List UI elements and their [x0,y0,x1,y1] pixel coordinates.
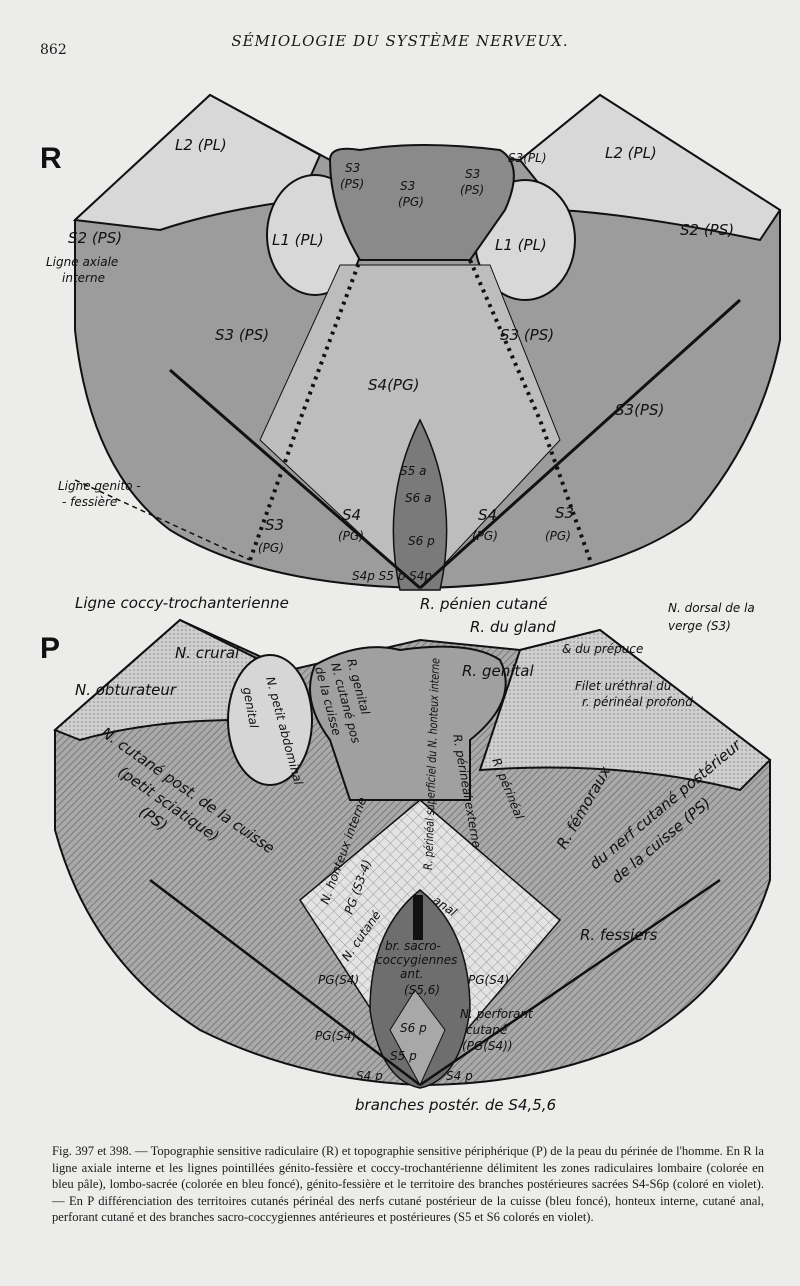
label-bottom-s4p: S4p S5 p S4p [352,569,432,583]
label-coccy: Ligne coccy-trochanterienne [75,594,289,612]
label-obturateur: N. obturateur [75,681,177,699]
axial-line-left [169,368,421,590]
perineum-figures: R L2 (PL) L2 (PL) S3(PL) S3 (PS) S3 (PG)… [40,93,782,1114]
label-br-4: (S5,6) [404,983,440,997]
label-br-1: br. sacro- [385,939,441,953]
label-dorsal-1: N. dorsal de la [668,601,755,615]
label-perforant-1: N. perforant [460,1007,534,1021]
label-s3-ps-a2: (PS) [340,177,364,191]
label-filet-1: Filet uréthral du [575,679,672,693]
label-s4-pg-r2: (PG) [472,529,498,543]
label-filet-2: r. périnéal profond [582,695,693,709]
label-br-3: ant. [400,967,423,981]
label-prepuce: & du prépuce [562,642,643,656]
label-pg-s4-c: PG(S4) [315,1029,356,1043]
p-axial-right [419,878,721,1087]
label-s3-pg-l2: (PG) [258,541,284,555]
axial-line-right [418,298,742,590]
label-s2-left: S2 (PS) [68,229,122,247]
label-s4-pg: S4(PG) [368,376,419,394]
label-axiale-2: interne [62,271,105,285]
figure-p: P N. crural N. obturateur N. petit abdom… [40,595,772,1114]
panel-label-p: P [40,632,60,665]
p-petit-abdominal [227,654,313,786]
label-s3-ps-far: S3(PS) [615,401,664,419]
label-pg-s4-a: PG(S4) [318,973,359,987]
caption-text: Fig. 397 et 398. — Topographie sensitive… [52,1144,764,1224]
label-s3-pg-r2: (PG) [545,529,571,543]
label-s3-pl: S3(PL) [508,151,547,165]
r-s5-zone [392,418,448,591]
r-scrotum [328,144,515,261]
label-s3-ps-left: S3 (PS) [215,326,269,344]
label-l2-right: L2 (PL) [605,144,657,162]
label-s3-pg-top: S3 [400,179,415,193]
label-s3-ps-b: S3 [465,167,480,181]
label-crural: N. crural [175,644,240,662]
label-l2-left: L2 (PL) [175,136,227,154]
r-l2-right [518,93,782,242]
figure-r: R L2 (PL) L2 (PL) S3(PL) S3 (PS) S3 (PG)… [40,93,782,612]
label-s3-pg-top2: (PG) [398,195,424,209]
label-s3-pg-r1: S3 [555,504,574,522]
label-s6p: S6 p [408,534,435,548]
label-s4p-right: S4 p [446,1069,473,1083]
label-s5p: S5 p [390,1049,417,1063]
label-dorsal-2: verge (S3) [668,619,731,633]
label-l1-right: L1 (PL) [495,236,547,254]
label-s3-pg-l1: S3 [265,516,284,534]
genito-dotted-left [248,259,362,561]
label-s3-ps-right: S3 (PS) [500,326,554,344]
label-s6p-p: S6 p [400,1021,427,1035]
label-l1-left: L1 (PL) [272,231,324,249]
label-s5a: S5 a [400,464,426,478]
label-s4-pg-l1: S4 [342,506,361,524]
label-fessiers: R. fessiers [580,926,658,944]
label-s4p-left: S4 p [356,1069,383,1083]
label-s3-ps-a: S3 [345,161,360,175]
label-s2-right: S2 (PS) [680,221,734,239]
p-right-upper [478,628,772,792]
label-genito-1: Ligne genito - [58,479,141,493]
label-br-2: coccygiennes [376,953,457,967]
figure-caption: Fig. 397 et 398. — Topographie sensitive… [52,1143,764,1226]
anus-marker [413,895,423,940]
p-genital-zone [309,645,507,801]
p-axial-left [149,879,421,1086]
label-s3-ps-b2: (PS) [460,183,484,197]
label-gland: R. du gland [470,618,556,636]
label-branches: branches postér. de S4,5,6 [355,1096,556,1114]
label-genito-2: - fessière [62,495,117,509]
label-pg-s4-b: PG(S4) [468,973,509,987]
running-title: SÉMIOLOGIE DU SYSTÈME NERVEUX. [231,32,569,50]
label-perforant-3: (PG(S4)) [462,1039,513,1053]
panel-label-r: R [40,142,62,175]
label-r-genital-right: R. genital [462,662,534,680]
label-s6a: S6 a [405,491,431,505]
label-s4-pg-r1: S4 [478,506,497,524]
genito-dotted-right [468,259,592,561]
page-number: 862 [40,42,67,58]
label-perforant-2: cutané [466,1023,507,1037]
label-axiale-1: Ligne axiale [46,255,118,269]
label-penien: R. pénien cutané [420,595,547,613]
label-s4-pg-l2: (PG) [338,529,364,543]
r-s4-center [259,264,561,591]
